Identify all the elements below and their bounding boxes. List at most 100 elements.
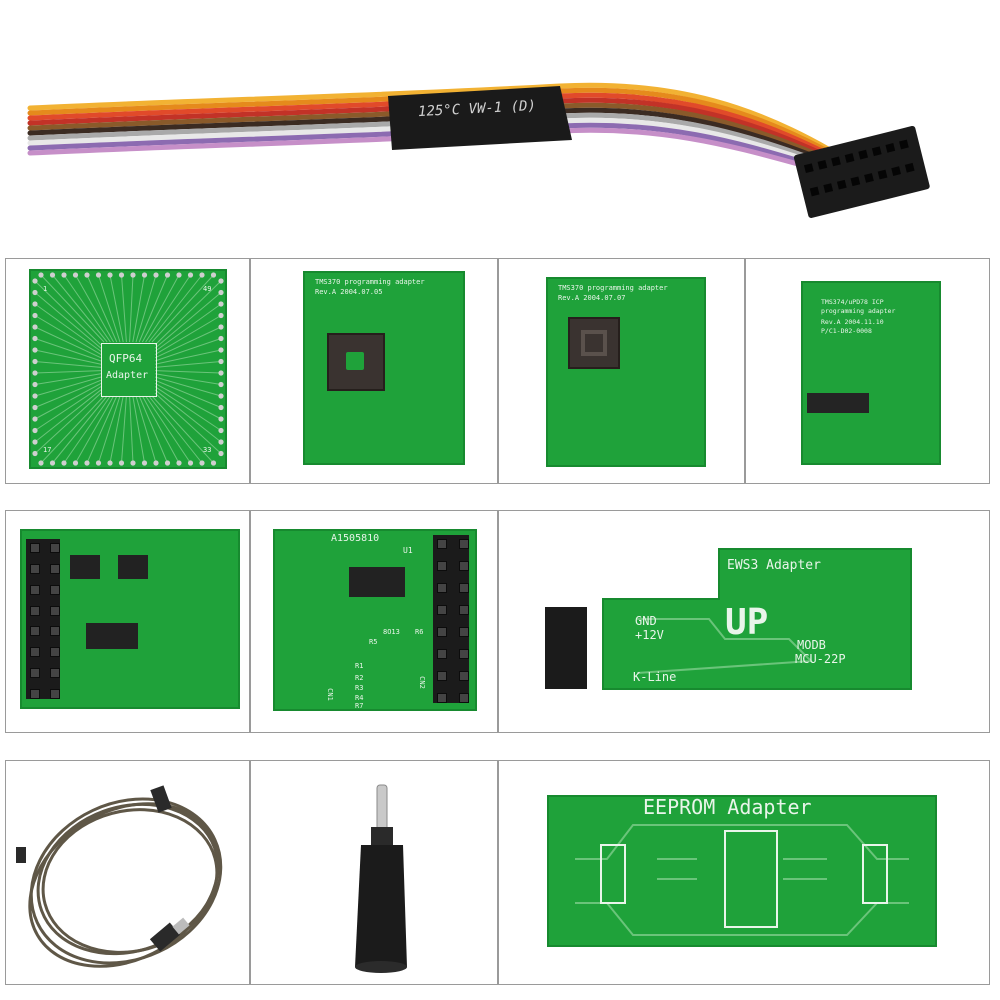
header-pin	[437, 539, 447, 549]
plcc-socket	[327, 333, 385, 391]
qfp-pad	[32, 358, 38, 365]
qfp-trace	[34, 303, 102, 352]
qfp-pad	[32, 450, 38, 457]
header-pin	[50, 563, 60, 574]
qfp-trace	[154, 349, 222, 365]
ribbon-cable-graphic	[27, 82, 930, 218]
qfp-trace	[154, 361, 222, 368]
qfp-pad	[84, 460, 90, 466]
eeprom-board: EEPROM Adapter	[547, 795, 937, 947]
soic-board	[20, 529, 240, 709]
qfp-pad	[32, 301, 38, 307]
header-pin	[30, 647, 40, 658]
tms374-board: TMS374/uPD78 ICP programming adapter Rev…	[801, 281, 941, 465]
ribbon-wire	[27, 82, 833, 153]
qfp-trace	[34, 389, 102, 443]
qfp64-chip	[101, 343, 157, 397]
ews3-title: EWS3 Adapter	[727, 558, 821, 573]
connector-hole	[885, 143, 896, 153]
a1505810-r1: R1	[355, 662, 364, 670]
qfp-pad	[199, 460, 205, 466]
qfp-trace	[121, 274, 127, 343]
qfp-trace	[40, 395, 105, 464]
qfp-trace	[154, 386, 222, 431]
header-pin	[459, 671, 469, 681]
qfp-pad	[32, 404, 38, 411]
ribbon-cable: 125°C VW-1 (D)	[0, 0, 1000, 250]
ribbon-connector	[793, 125, 930, 218]
header-pin	[437, 693, 447, 703]
qfp-trace	[34, 376, 102, 397]
header-pin	[437, 649, 447, 659]
qfp-trace	[154, 376, 222, 397]
ews3-plug	[545, 607, 587, 689]
tms370-b-title: TMS370 programming adapter	[558, 284, 668, 292]
qfp-trace	[34, 382, 102, 420]
qfp-pad	[218, 404, 224, 411]
qfp-trace	[98, 274, 121, 343]
qfp-trace	[154, 382, 222, 420]
qfp-pad	[32, 324, 38, 330]
a1505810-board: A1505810 U1 R5 R6 8O13 R1 R2 R3 R4 R7 CN…	[273, 529, 477, 711]
qfp-trace	[154, 392, 222, 454]
qfp-trace	[148, 274, 203, 343]
qfp-pad	[218, 289, 224, 296]
qfp-trace	[63, 395, 111, 464]
qfp-trace	[34, 361, 102, 368]
soic-chip-2	[118, 555, 148, 579]
qfp-pad	[199, 272, 205, 278]
qfp-trace	[151, 395, 214, 464]
qfp-trace	[135, 395, 157, 464]
tms370-b-rev: Rev.A 2004.07.07	[558, 294, 626, 302]
header-pin	[50, 605, 60, 616]
header-pin	[50, 668, 60, 679]
qfp-pad	[61, 272, 67, 278]
qfp-pad	[218, 301, 224, 307]
connector-hole	[831, 156, 841, 167]
header-pin	[50, 626, 60, 637]
connector-hole	[858, 149, 869, 160]
a1505810-cn1: CN1	[325, 688, 334, 701]
qfp-trace	[34, 315, 102, 356]
eeprom-title: EEPROM Adapter	[643, 795, 812, 819]
tms374-line2: programming adapter	[821, 307, 896, 315]
panel-tms370-a: TMS370 programming adapter Rev.A 2004.07…	[250, 258, 498, 484]
header-pin	[30, 668, 40, 679]
connector-hole	[803, 163, 814, 174]
connector-hole	[904, 162, 915, 173]
qfp-pad	[218, 324, 224, 330]
qfp-pad	[32, 335, 38, 342]
qfp-pad	[32, 347, 38, 353]
qfp-pad	[218, 335, 224, 342]
a1505810-r4: R4	[355, 694, 364, 702]
qfp-trace	[135, 274, 157, 343]
qfp-pad	[32, 427, 38, 434]
header-pin	[30, 584, 40, 595]
qfp-pad	[32, 289, 38, 296]
ews3-up: UP	[725, 602, 769, 643]
header-pin	[437, 583, 447, 593]
plcc-socket-b	[568, 317, 620, 369]
ews3-12v: +12V	[635, 628, 664, 642]
qfp-trace	[52, 395, 108, 464]
qfp-pad	[32, 278, 38, 284]
qfp64-corner-49: 49	[203, 285, 212, 293]
qfp-pad	[164, 460, 171, 466]
header-pin	[459, 583, 469, 593]
header-pin	[30, 543, 40, 553]
qfp-pad	[32, 381, 38, 388]
qfp-trace	[154, 389, 222, 443]
qfp-trace	[34, 386, 102, 431]
dc-plug-graphic	[355, 784, 407, 973]
a1505810-u1: U1	[403, 546, 413, 555]
panel-soic-board	[5, 510, 250, 733]
qfp-pad	[61, 460, 67, 466]
connector-hole	[836, 179, 847, 190]
qfp-trace	[63, 274, 111, 343]
qfp-trace	[138, 395, 168, 464]
qfp-trace	[154, 370, 222, 374]
qfp-pad	[176, 272, 182, 278]
qfp-trace	[75, 395, 115, 464]
panel-eeprom: EEPROM Adapter	[498, 760, 990, 985]
ews3-modb: MODB	[797, 638, 826, 652]
